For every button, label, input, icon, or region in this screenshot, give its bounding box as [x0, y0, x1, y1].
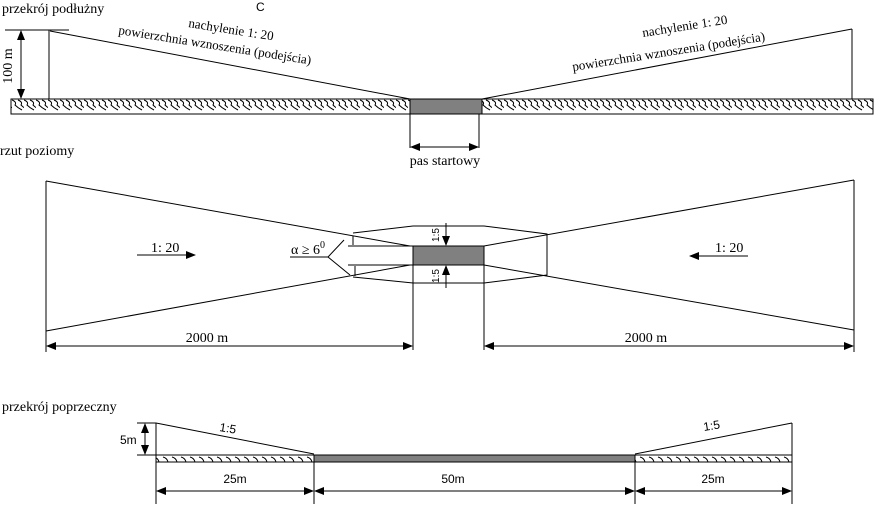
right-approach-surface-line [481, 28, 853, 100]
right-funnel-top [483, 179, 855, 247]
left-slope-line [155, 422, 315, 455]
runway-plan [412, 245, 485, 266]
height-label: 100 m [1, 48, 16, 84]
right-width-label: 25m [701, 472, 724, 486]
cross-section: przekrój poprzeczny 5m 1:5 1:5 25m 50m 2… [2, 400, 793, 504]
right-shoulder [634, 454, 793, 463]
angle-leader-up [327, 239, 345, 258]
right-length-label: 2000 m [625, 331, 668, 346]
figure-mark: C [256, 0, 265, 14]
longitudinal-title: przekrój podłużny [2, 2, 104, 17]
right-gradient-label: 1: 20 [715, 241, 743, 256]
side-gradient-bottom: 1:5 [431, 269, 442, 283]
right-funnel-bottom [483, 264, 855, 331]
plan-title: rzut poziomy [0, 144, 74, 159]
left-slope-label: 1:5 [219, 420, 238, 436]
angle-leader-down [327, 256, 351, 276]
left-gradient-label: 1: 20 [151, 241, 179, 256]
runway-cross [313, 454, 636, 463]
left-funnel-bottom [45, 264, 411, 332]
plan-view: rzut poziomy 1:5 1:5 α ≥ 60 1: 20 [0, 144, 855, 352]
center-width-label: 50m [441, 472, 464, 486]
runway-label: pas startowy [410, 154, 480, 169]
left-shoulder [155, 454, 315, 463]
angle-label: α ≥ 60 [291, 240, 325, 258]
left-length-label: 2000 m [186, 331, 229, 346]
right-slope-line [634, 422, 793, 455]
transitional-surface-outline [352, 225, 548, 284]
left-funnel-top [45, 180, 411, 247]
runway-longitudinal [409, 98, 483, 115]
right-ground-strip [481, 98, 874, 115]
longitudinal-section: przekrój podłużny 100 m nachylenie 1: 20… [1, 2, 874, 169]
left-ground-strip [10, 98, 411, 115]
cross-height-label: 5m [120, 433, 137, 447]
cross-title: przekrój poprzeczny [2, 400, 117, 415]
side-gradient-top: 1:5 [431, 228, 442, 242]
left-width-label: 25m [223, 472, 246, 486]
right-slope-label: 1:5 [702, 417, 721, 433]
left-approach-surface-line [49, 30, 411, 100]
